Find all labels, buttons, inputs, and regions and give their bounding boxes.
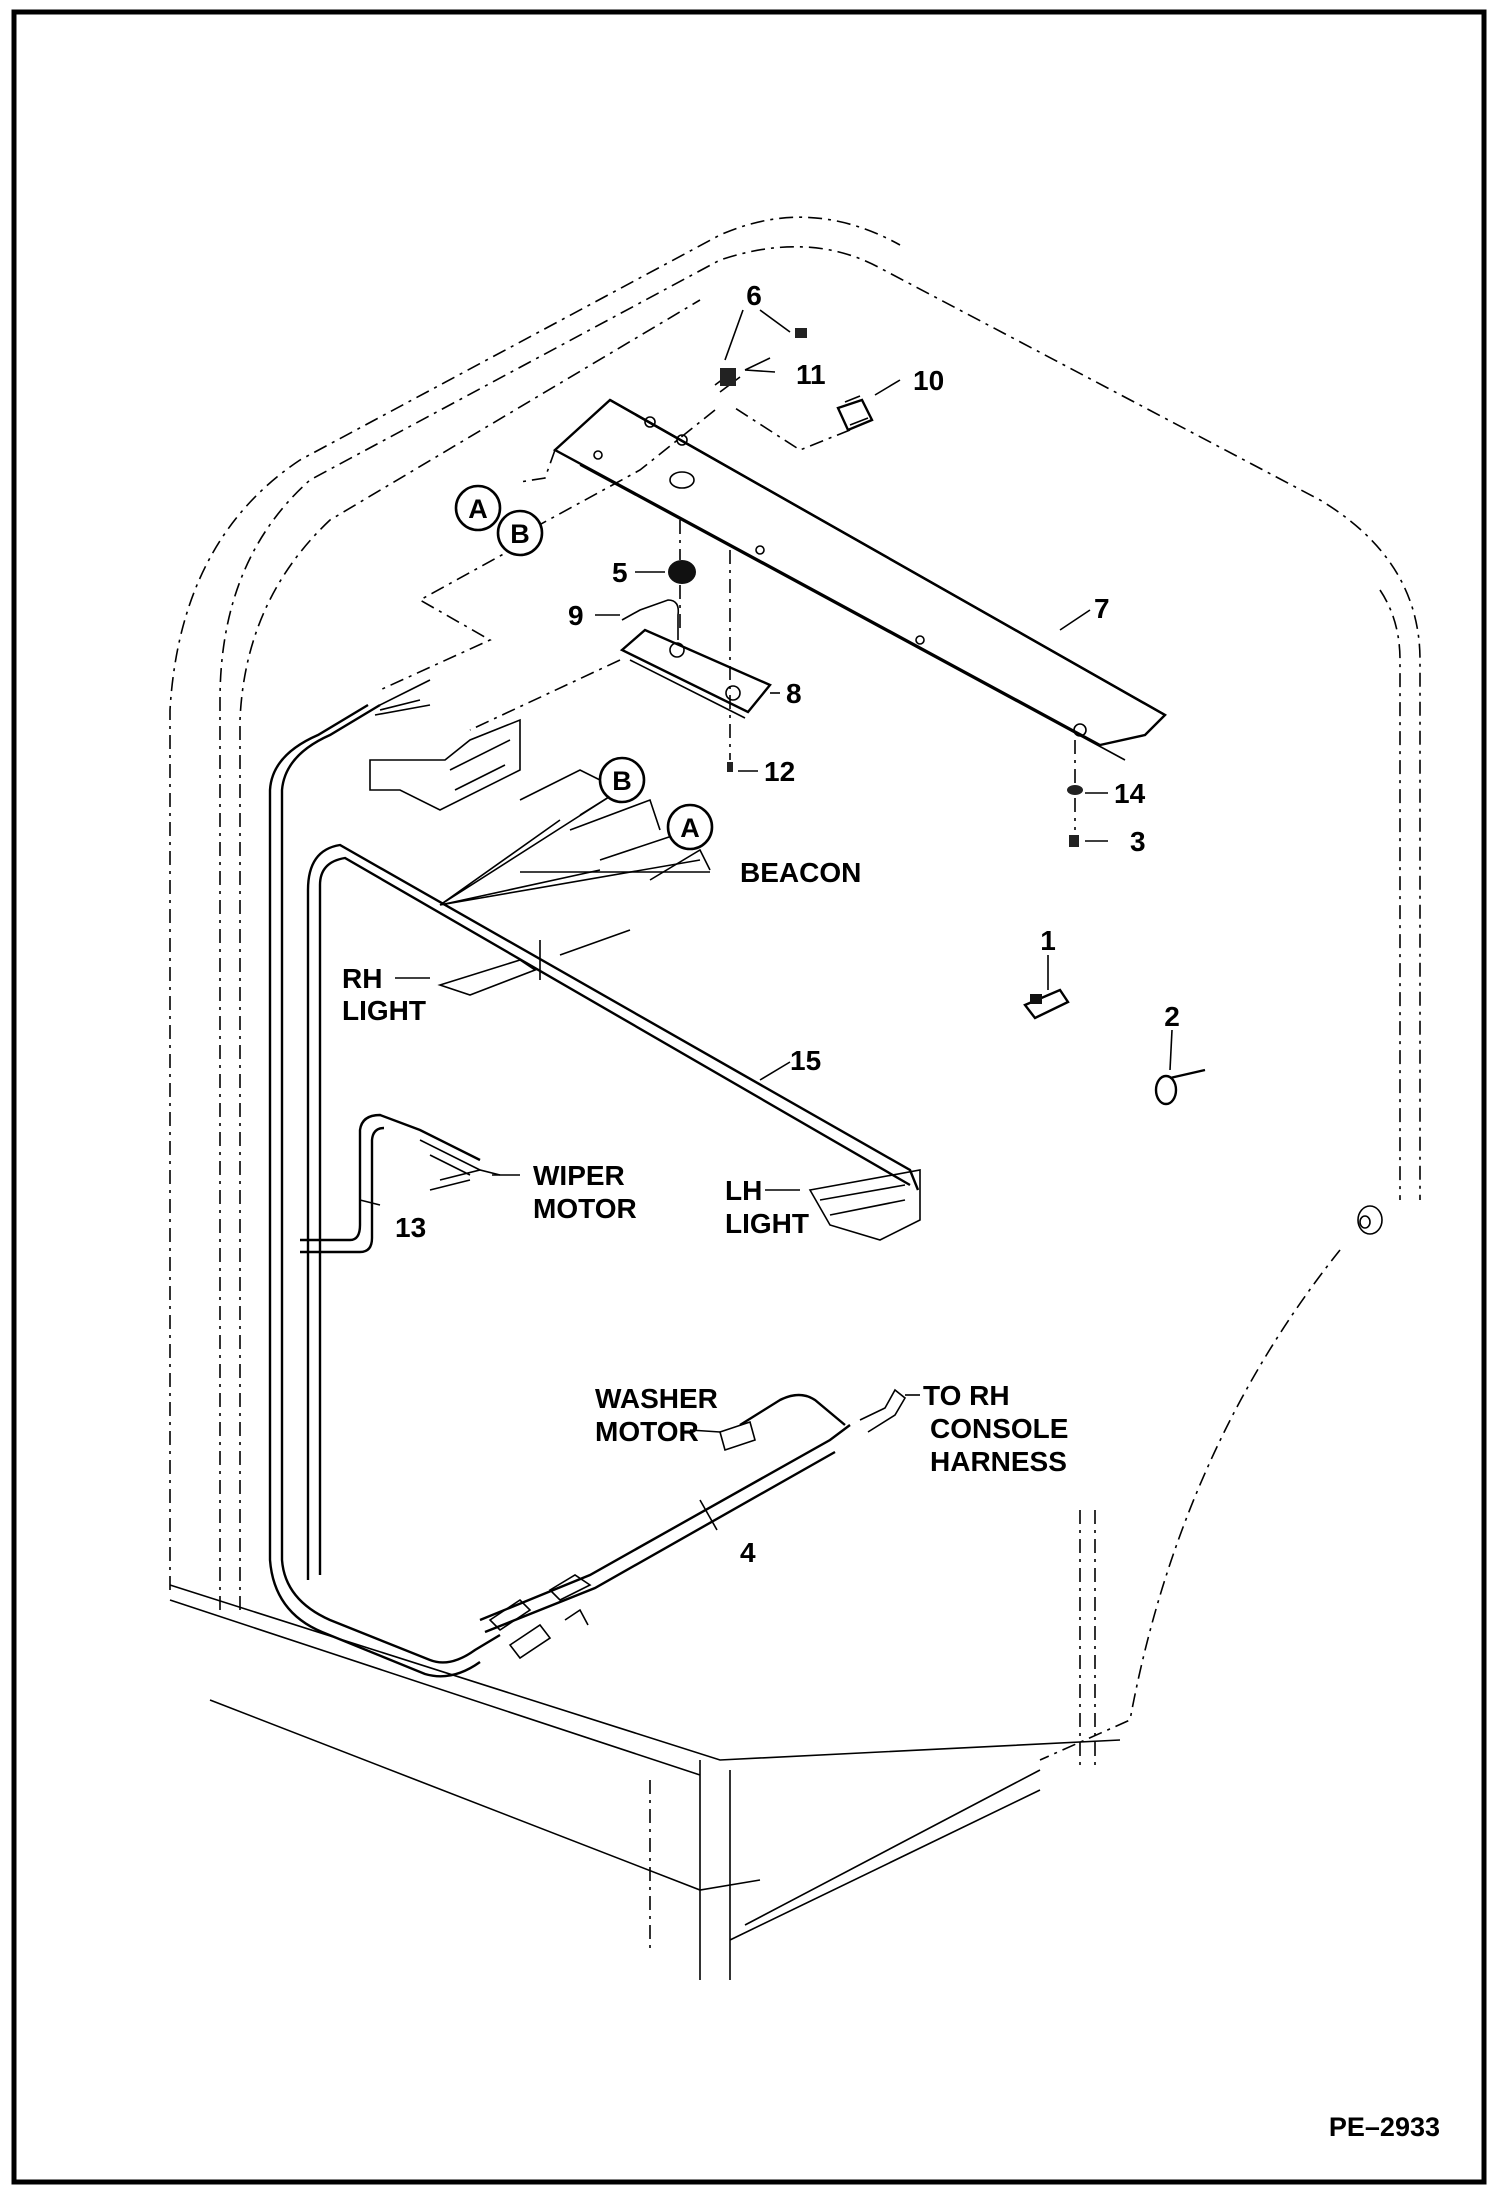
label-rh-light-line2: LIGHT — [342, 995, 426, 1026]
callout-8: 8 — [786, 678, 802, 709]
callout-2: 2 — [1164, 1001, 1180, 1032]
callout-1: 1 — [1040, 925, 1056, 956]
label-rh-light-line1: RH — [342, 963, 382, 994]
circle-label-a-mid: A — [680, 813, 700, 843]
circle-markers: A B B A — [454, 484, 714, 851]
part-labels: BEACON RH LIGHT WIPER MOTOR LH LIGHT WAS… — [342, 857, 1068, 1477]
label-lh-light-line1: LH — [725, 1175, 762, 1206]
circle-label-b-mid: B — [612, 766, 632, 796]
label-to-rh-line3: HARNESS — [930, 1446, 1067, 1477]
label-to-rh-line2: CONSOLE — [930, 1413, 1068, 1444]
label-washer-motor-line2: MOTOR — [595, 1416, 699, 1447]
circle-label-a-top: A — [468, 494, 488, 524]
label-to-rh-line1: TO RH — [923, 1380, 1010, 1411]
hardware-parts — [619, 328, 1206, 1106]
label-wiper-motor-line1: WIPER — [533, 1160, 625, 1191]
harness-15 — [306, 718, 921, 1580]
label-lh-light-line2: LIGHT — [725, 1208, 809, 1239]
callout-9: 9 — [568, 600, 584, 631]
tie-2-icon — [1154, 1068, 1206, 1106]
grommet-5-icon — [668, 560, 696, 584]
harness-13 — [268, 679, 501, 1678]
callout-14: 14 — [1114, 778, 1146, 809]
callout-3: 3 — [1130, 826, 1146, 857]
bracket-7 — [552, 398, 1167, 761]
callout-10: 10 — [913, 365, 944, 396]
callout-7: 7 — [1094, 593, 1110, 624]
cab-outline — [169, 216, 1421, 1980]
callout-leaders — [359, 309, 1173, 1531]
callout-11: 11 — [796, 359, 826, 390]
callout-6: 6 — [746, 280, 762, 311]
callout-15: 15 — [790, 1045, 821, 1076]
label-washer-motor-line1: WASHER — [595, 1383, 718, 1414]
callout-5: 5 — [612, 557, 628, 588]
plate-8-icon — [619, 628, 772, 719]
circle-label-b-top: B — [510, 519, 530, 549]
clip-1-icon — [1023, 988, 1070, 1020]
callout-4: 4 — [740, 1537, 756, 1568]
drawing-code: PE–2933 — [1329, 2112, 1440, 2142]
label-beacon: BEACON — [740, 857, 861, 888]
leader-lines — [379, 407, 1076, 830]
page-border — [11, 9, 1487, 2185]
callout-numbers: 6 11 10 5 9 7 8 12 14 3 1 2 15 13 4 — [395, 280, 1180, 1568]
connector-10-icon — [836, 395, 874, 432]
harness-4 — [479, 1388, 907, 1660]
label-wiper-motor-line2: MOTOR — [533, 1193, 637, 1224]
callout-13: 13 — [395, 1212, 426, 1243]
callout-12: 12 — [764, 756, 795, 787]
